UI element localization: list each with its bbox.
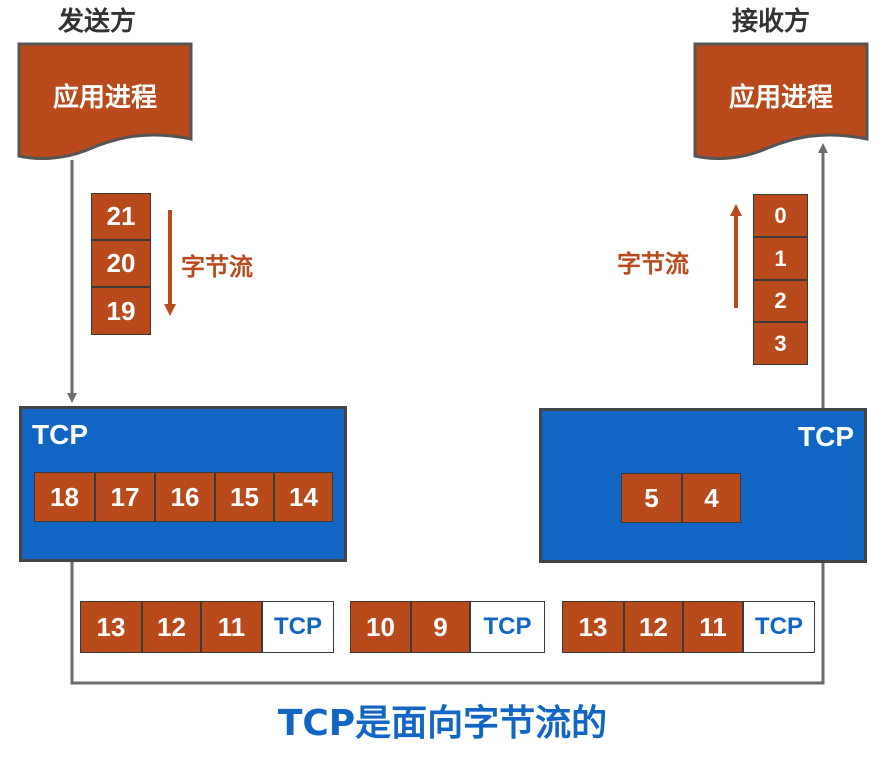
segment-2-byte: 9	[411, 601, 470, 653]
segment-1-byte: 11	[201, 601, 262, 653]
network-path	[70, 560, 825, 685]
receiver-title: 接收方	[732, 7, 811, 37]
sender-stream-label: 字节流	[181, 253, 253, 281]
sender-tcp-buffer-byte: 18	[34, 472, 95, 522]
receiver-tcp-box: TCP	[539, 408, 867, 563]
receiver-tcp-buffer-byte: 4	[682, 473, 741, 523]
receiver-tcp-label: TCP	[798, 421, 854, 452]
sender-app-process-shape	[17, 42, 193, 160]
sender-tcp-label: TCP	[32, 419, 88, 450]
receiver-app-process-shape	[693, 42, 869, 160]
receiver-app-process-label: 应用进程	[728, 83, 833, 113]
sender-stream-byte: 21	[91, 193, 151, 240]
receiver-tcp-buffer-byte: 5	[621, 473, 682, 523]
receiver-stream-byte: 3	[753, 322, 808, 365]
segment-1-header: TCP	[262, 601, 334, 653]
segment-2-header: TCP	[470, 601, 545, 653]
segment-2-byte: 10	[350, 601, 411, 653]
segment-3-byte: 12	[624, 601, 683, 653]
sender-tcp-buffer-byte: 15	[215, 472, 274, 522]
footer-caption: TCP是面向字节流的	[277, 703, 608, 744]
sender-tcp-buffer-byte: 17	[95, 472, 155, 522]
sender-app-process-label: 应用进程	[52, 83, 157, 113]
sender-tcp-buffer-byte: 16	[155, 472, 215, 522]
segment-3-header: TCP	[743, 601, 815, 653]
receiver-stream-byte: 1	[753, 237, 808, 280]
receiver-stream-byte: 2	[753, 280, 808, 322]
segment-3-byte: 13	[562, 601, 624, 653]
segment-1-byte: 12	[142, 601, 201, 653]
sender-stream-byte: 20	[91, 240, 151, 287]
receiver-stream-byte: 0	[753, 194, 808, 237]
receiver-stream-label: 字节流	[617, 250, 689, 278]
segment-1-byte: 13	[80, 601, 142, 653]
sender-title: 发送方	[58, 7, 137, 37]
sender-tcp-buffer-byte: 14	[274, 472, 333, 522]
sender-stream-byte: 19	[91, 287, 151, 335]
segment-3-byte: 11	[683, 601, 743, 653]
